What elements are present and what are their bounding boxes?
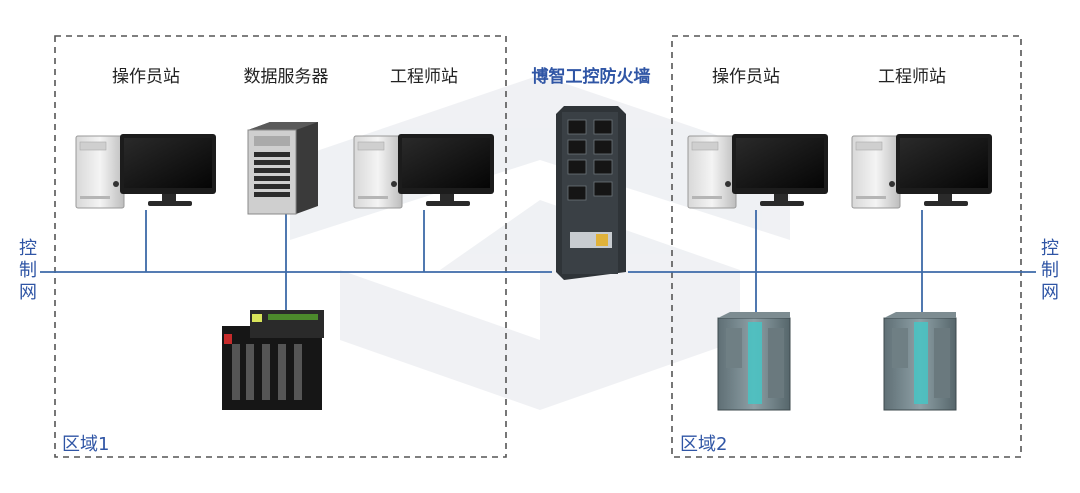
zone1-label: 区域1: [62, 434, 110, 455]
watermark-logo: [290, 75, 790, 410]
zone2-engineer-station-label: 工程师站: [878, 67, 946, 87]
firewall-label: 博智工控防火墙: [531, 67, 651, 87]
control-network-label-left: 控制网: [19, 238, 37, 303]
firewall-icon: [556, 106, 626, 280]
zone2-operator-station-label: 操作员站: [712, 67, 780, 87]
dcs-controller-icon: [222, 310, 324, 410]
zone1-box: [54, 35, 507, 458]
zone1-operator-station-label: 操作员站: [112, 67, 180, 87]
operator-station-1-icon: [75, 133, 217, 209]
plc-1-icon: [717, 311, 791, 411]
control-network-label-right: 控制网: [1041, 238, 1059, 303]
zone1-data-server-label: 数据服务器: [243, 67, 329, 87]
engineer-station-2-icon: [851, 133, 993, 209]
zone1-engineer-station-label: 工程师站: [390, 67, 458, 87]
control-network-bus: [40, 210, 1036, 320]
zone2-label: 区域2: [680, 434, 728, 455]
plc-2-icon: [883, 311, 957, 411]
server-icon: [247, 122, 318, 215]
